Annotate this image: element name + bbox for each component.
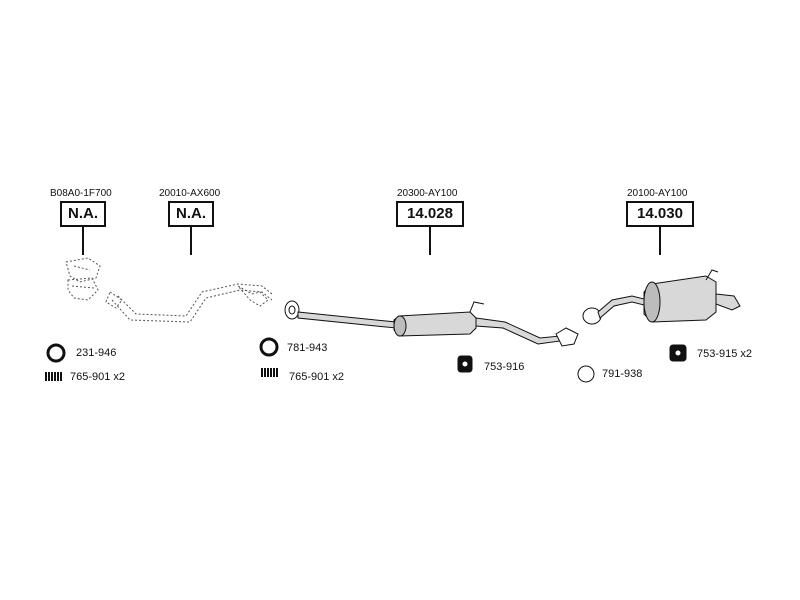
gasket-ring-icon: [259, 337, 279, 357]
part-number-spring: 765-901 x2: [289, 371, 345, 383]
assembly-code-manifold: B08A0-1F700: [50, 188, 112, 199]
spring-icon: [45, 372, 62, 381]
assembly-ref-manifold: N.A.: [60, 201, 106, 227]
callout-stem: [429, 227, 431, 255]
assembly-code-rear-muffler: 20100-AY100: [627, 188, 688, 199]
assembly-ref-rear-muffler: 14.030: [626, 201, 694, 227]
part-number-gasket: 781-943: [287, 342, 328, 354]
rear-muffler: [582, 269, 741, 325]
o-ring-icon: [577, 365, 595, 383]
center-pipe: [284, 300, 579, 347]
part-number-o-ring: 791-938: [602, 368, 643, 380]
spring-icon: [261, 368, 278, 377]
rubber-mount-icon: [669, 344, 687, 362]
part-number-mount: 753-915 x2: [697, 348, 753, 360]
callout-stem: [82, 227, 84, 255]
part-number-gasket: 231-946: [76, 347, 117, 359]
part-number-mount: 753-916: [484, 361, 525, 373]
rubber-mount-icon: [457, 355, 473, 373]
assembly-ref-front-pipe: N.A.: [168, 201, 214, 227]
exhaust-manifold-outline: [65, 257, 101, 301]
part-number-spring: 765-901 x2: [70, 371, 126, 383]
assembly-code-front-pipe: 20010-AX600: [159, 188, 221, 199]
assembly-code-center-muffler: 20300-AY100: [397, 188, 458, 199]
callout-stem: [190, 227, 192, 255]
front-pipe-outline: [105, 283, 273, 323]
gasket-ring-icon: [46, 343, 66, 363]
assembly-ref-center-muffler: 14.028: [396, 201, 464, 227]
callout-stem: [659, 227, 661, 255]
